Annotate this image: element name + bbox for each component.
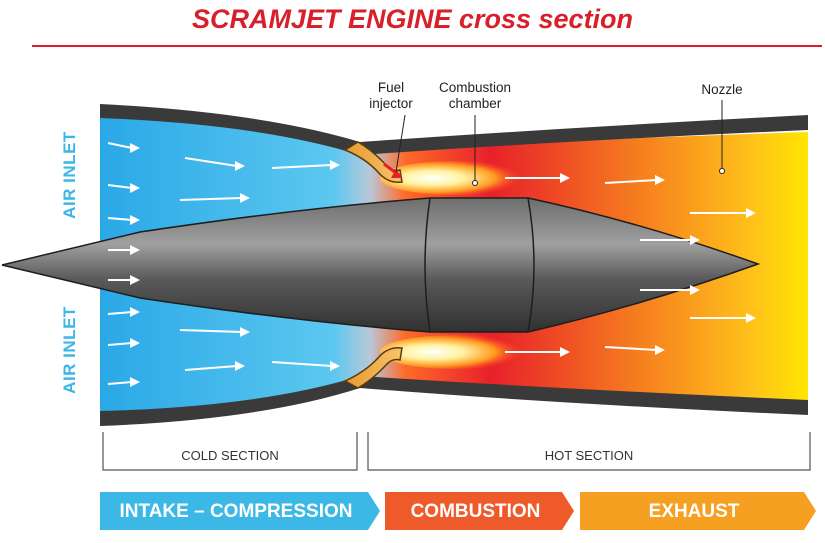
title-rule	[32, 45, 822, 47]
airflow-arrow-head	[130, 183, 140, 193]
combustion-chamber-label: Combustion chamber	[438, 80, 512, 111]
airflow-arrow-head	[746, 313, 756, 323]
airflow-arrow-head	[655, 175, 665, 185]
nozzle-label: Nozzle	[701, 82, 743, 97]
airflow-arrow-head	[240, 327, 250, 337]
airflow-arrow-line	[107, 142, 133, 149]
airflow-arrow-head	[690, 235, 700, 245]
fuel-injector-label: Fuel injector	[369, 80, 413, 111]
cold-section-bracket	[102, 432, 358, 471]
airflow-arrow-line	[107, 184, 133, 189]
stage-intake-label: INTAKE – COMPRESSION	[119, 501, 353, 522]
air-inlet-top-label: AIR INLET	[60, 131, 79, 219]
airflow-arrow-head	[235, 361, 245, 371]
airflow-arrow-head	[746, 208, 756, 218]
stage-exhaust-shape	[580, 492, 816, 530]
central-spike	[1, 197, 761, 333]
airflow-arrow-line	[107, 342, 133, 346]
air-inlet-bottom-label: AIR INLET	[60, 306, 79, 394]
hot-section-label: HOT SECTION	[544, 448, 634, 463]
airflow-arrow-head	[130, 338, 140, 348]
diagram-title: SCRAMJET ENGINE cross section	[191, 4, 634, 34]
upper-casing	[100, 104, 808, 155]
airflow-arrow-head	[130, 307, 140, 317]
airflow-arrow-head	[330, 160, 340, 170]
upper-fuel-injector	[343, 141, 403, 184]
airflow-arrow-line	[179, 197, 243, 201]
airflow-arrows	[107, 142, 756, 387]
hot-section-bracket	[367, 432, 811, 471]
airflow-arrow-line	[107, 381, 133, 385]
stage-combustion-shape	[385, 492, 574, 530]
airflow-arrow-head	[560, 347, 570, 357]
airflow-arrow-head	[690, 285, 700, 295]
airflow-arrow-head	[240, 193, 250, 203]
airflow-arrow-line	[184, 365, 238, 371]
airflow-arrow-head	[130, 215, 140, 225]
airflow-arrow-head	[130, 245, 140, 255]
airflow-arrow-line	[107, 217, 133, 221]
airflow-arrow-line	[604, 179, 658, 184]
airflow-arrow-head	[235, 161, 245, 171]
cold-section-label: COLD SECTION	[181, 448, 279, 463]
lower-flame	[380, 335, 530, 369]
spike-segment-rear	[527, 197, 535, 333]
airflow-arrow-head	[655, 345, 665, 355]
lower-casing	[100, 376, 808, 426]
airflow-arrow-line	[271, 164, 333, 169]
airflow-arrow-head	[130, 275, 140, 285]
stage-combustion-label: COMBUSTION	[410, 501, 541, 522]
upper-flame	[380, 161, 530, 195]
stage-exhaust-label: EXHAUST	[648, 501, 740, 522]
airflow-arrow-head	[130, 143, 140, 153]
airflow-arrow-line	[107, 311, 133, 315]
airflow-arrow-head	[560, 173, 570, 183]
spike-segment-front	[424, 197, 431, 333]
airflow-arrow-line	[179, 329, 243, 333]
lower-fuel-injector	[343, 346, 403, 389]
airflow-arrow-line	[271, 361, 333, 367]
airflow-arrow-line	[184, 157, 238, 167]
airflow-arrow-line	[604, 346, 658, 351]
airflow-arrow-head	[130, 377, 140, 387]
stage-intake-shape	[100, 492, 380, 530]
airflow-arrow-head	[330, 361, 340, 371]
